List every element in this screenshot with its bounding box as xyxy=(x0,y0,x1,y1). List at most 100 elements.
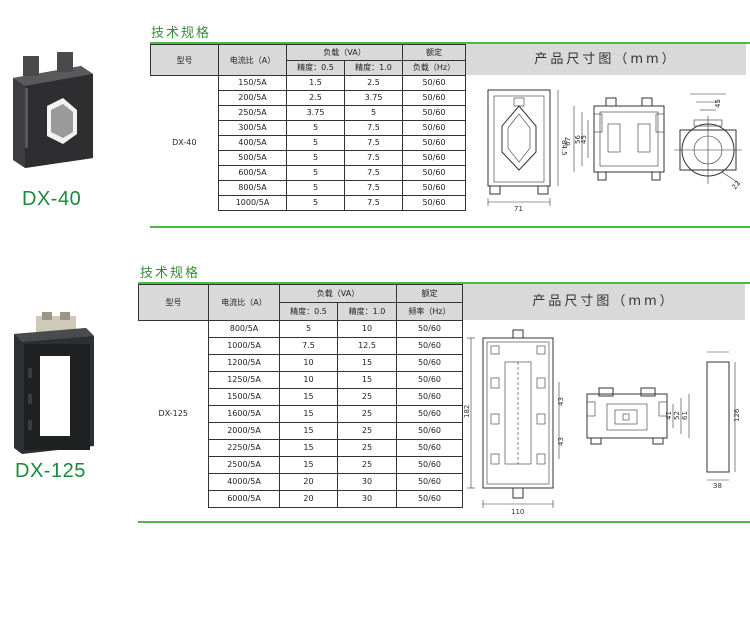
divider-band-1b xyxy=(150,226,750,228)
table-cell: 50/60 xyxy=(402,75,466,91)
table-cell: 50/60 xyxy=(396,490,463,508)
table-cell: 7.5 xyxy=(344,180,403,196)
table-cell: 50/60 xyxy=(402,165,466,181)
table-cell: 50/60 xyxy=(396,371,463,389)
table-cell: 10 xyxy=(279,371,338,389)
dim-126-dx125: 126 xyxy=(733,408,741,422)
table-cell: 50/60 xyxy=(396,388,463,406)
table-cell: 4000/5A xyxy=(208,473,280,491)
dim-d1-dx40: 67 xyxy=(564,137,572,146)
table-cell: 2250/5A xyxy=(208,439,280,457)
table-cell: 5 xyxy=(279,320,338,338)
dim-d4-dx40: 45 xyxy=(714,99,722,108)
hd-acc2: 精度：1.0 xyxy=(337,302,397,321)
product-photo-dx40 xyxy=(5,48,97,168)
table-cell: 1600/5A xyxy=(208,405,280,423)
table-cell: 20 xyxy=(279,473,338,491)
dim-52-dx125: 52 xyxy=(673,411,681,420)
table-cell: 25 xyxy=(337,456,397,474)
table-cell: 5 xyxy=(286,150,345,166)
drawing-title-2: 产品尺寸图（mm） xyxy=(463,284,745,320)
table-cell: 7.5 xyxy=(279,337,338,355)
table-cell: 50/60 xyxy=(396,456,463,474)
table-cell: 5 xyxy=(286,120,345,136)
drawing-title-1: 产品尺寸图（mm） xyxy=(466,44,746,75)
dim-width-dx125: 110 xyxy=(511,508,524,516)
table-cell: 25 xyxy=(337,439,397,457)
table-cell: 400/5A xyxy=(218,135,287,151)
table-cell: 5 xyxy=(344,105,403,121)
model-label-dx125: DX-125 xyxy=(15,460,86,482)
dim-width-dx40: 71 xyxy=(514,205,523,213)
dim-d5-dx40: 22 xyxy=(730,179,742,191)
dim-43b-dx125: 43 xyxy=(557,437,565,446)
table-cell: 3.75 xyxy=(344,90,403,106)
table-cell: 2.5 xyxy=(286,90,345,106)
table-cell: 200/5A xyxy=(218,90,287,106)
hd-load: 负载（VA） xyxy=(279,284,397,303)
table-cell: 1000/5A xyxy=(208,337,280,355)
table-cell: 800/5A xyxy=(218,180,287,196)
table-cell: 2000/5A xyxy=(208,422,280,440)
hd-ratio: 电流比（A） xyxy=(218,44,287,76)
table-cell: 500/5A xyxy=(218,150,287,166)
hd-acc1: 精度：0.5 xyxy=(286,59,345,76)
table-cell: 50/60 xyxy=(396,354,463,372)
dim-38-dx125: 38 xyxy=(713,482,722,490)
table-cell: 50/60 xyxy=(402,135,466,151)
dim-43a-dx125: 43 xyxy=(557,397,565,406)
table-cell: 30 xyxy=(337,490,397,508)
table-cell: 50/60 xyxy=(396,405,463,423)
product-photo-dx125 xyxy=(6,308,98,456)
table-cell: 5 xyxy=(286,165,345,181)
table-cell: 7.5 xyxy=(344,135,403,151)
hd-rated-sub: 频率（Hz） xyxy=(396,302,463,321)
table-cell: 50/60 xyxy=(402,180,466,196)
table-cell: 25 xyxy=(337,422,397,440)
table-cell: 800/5A xyxy=(208,320,280,338)
section-title-1: 技术规格 xyxy=(151,26,212,41)
table-cell: 15 xyxy=(337,354,397,372)
table-cell: 10 xyxy=(279,354,338,372)
table-cell: 15 xyxy=(279,439,338,457)
model-cell: DX-125 xyxy=(138,320,209,508)
dimension-drawing-dx125: 182 110 43 43 41 52 61 126 38 xyxy=(463,329,741,516)
table-cell: 2.5 xyxy=(344,75,403,91)
table-cell: 50/60 xyxy=(402,195,466,211)
table-cell: 50/60 xyxy=(402,105,466,121)
divider-band-1 xyxy=(150,42,750,44)
spec-table-dx125: 型号 电流比（A） 负载（VA） 额定 精度：0.5 精度：1.0 频率（Hz）… xyxy=(138,284,463,508)
table-cell: 50/60 xyxy=(402,150,466,166)
spec-table-dx40: 型号 电流比（A） 负载（VA） 额定 精度：0.5 精度：1.0 负载（Hz）… xyxy=(150,44,466,211)
divider-band-2b xyxy=(138,521,750,523)
table-cell: 15 xyxy=(279,405,338,423)
table-cell: 6000/5A xyxy=(208,490,280,508)
dim-d3-dx40: 45 xyxy=(580,135,588,144)
table-cell: 1.5 xyxy=(286,75,345,91)
table-cell: 7.5 xyxy=(344,165,403,181)
hd-acc1: 精度：0.5 xyxy=(279,302,338,321)
table-cell: 20 xyxy=(279,490,338,508)
model-label-dx40: DX-40 xyxy=(22,188,82,210)
table-cell: 50/60 xyxy=(402,120,466,136)
dimension-drawing-dx40: 71 84.5 67 56 45 45 22 xyxy=(487,89,742,213)
hd-rated-sub: 负载（Hz） xyxy=(402,59,466,76)
table-cell: 25 xyxy=(337,388,397,406)
hd-model: 型号 xyxy=(138,284,209,321)
table-cell: 7.5 xyxy=(344,150,403,166)
table-cell: 5 xyxy=(286,135,345,151)
table-cell: 1500/5A xyxy=(208,388,280,406)
table-cell: 50/60 xyxy=(396,422,463,440)
hd-rated: 额定 xyxy=(402,44,466,61)
table-cell: 10 xyxy=(337,320,397,338)
table-cell: 50/60 xyxy=(402,90,466,106)
dim-41-dx125: 41 xyxy=(665,411,673,420)
table-cell: 15 xyxy=(279,456,338,474)
table-cell: 600/5A xyxy=(218,165,287,181)
table-cell: 150/5A xyxy=(218,75,287,91)
hd-rated: 额定 xyxy=(396,284,463,303)
dim-height-dx40: 84.5 xyxy=(560,140,568,156)
table-cell: 30 xyxy=(337,473,397,491)
table-cell: 1000/5A xyxy=(218,195,287,211)
table-cell: 300/5A xyxy=(218,120,287,136)
